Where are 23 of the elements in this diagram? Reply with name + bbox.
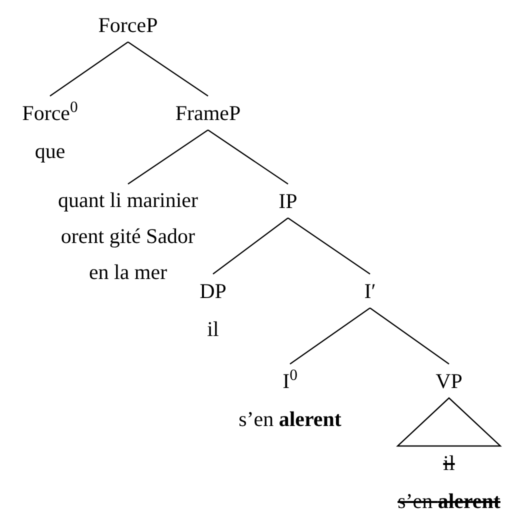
leaf-text: s’en alerent	[238, 406, 342, 433]
leaf-text: que	[34, 138, 66, 165]
tree-branch	[128, 42, 208, 96]
category-label: FrameP	[175, 94, 241, 132]
tree-branch	[288, 218, 370, 274]
tree-branch	[290, 308, 370, 364]
category-label: ForceP	[98, 6, 158, 44]
category-label: VP	[436, 362, 462, 400]
leaf-text: il	[206, 316, 220, 343]
category-label: I′	[364, 272, 376, 310]
category-label: Force$^{0}$	[22, 98, 78, 127]
tree-branch	[208, 130, 288, 184]
tree-branch	[50, 42, 128, 96]
tree-branch	[128, 130, 208, 184]
leaf-text: s’en alerent	[398, 488, 500, 515]
triangle	[396, 397, 502, 447]
tree-branch	[370, 308, 450, 364]
leaf-text: il	[442, 450, 456, 477]
tree-branch	[212, 218, 288, 274]
category-label: I$^{0}$	[282, 366, 298, 395]
category-label: IP	[278, 182, 298, 220]
leaf-text: quant li marinier orent gité Sador en la mer	[55, 182, 201, 290]
category-label: DP	[200, 278, 226, 305]
